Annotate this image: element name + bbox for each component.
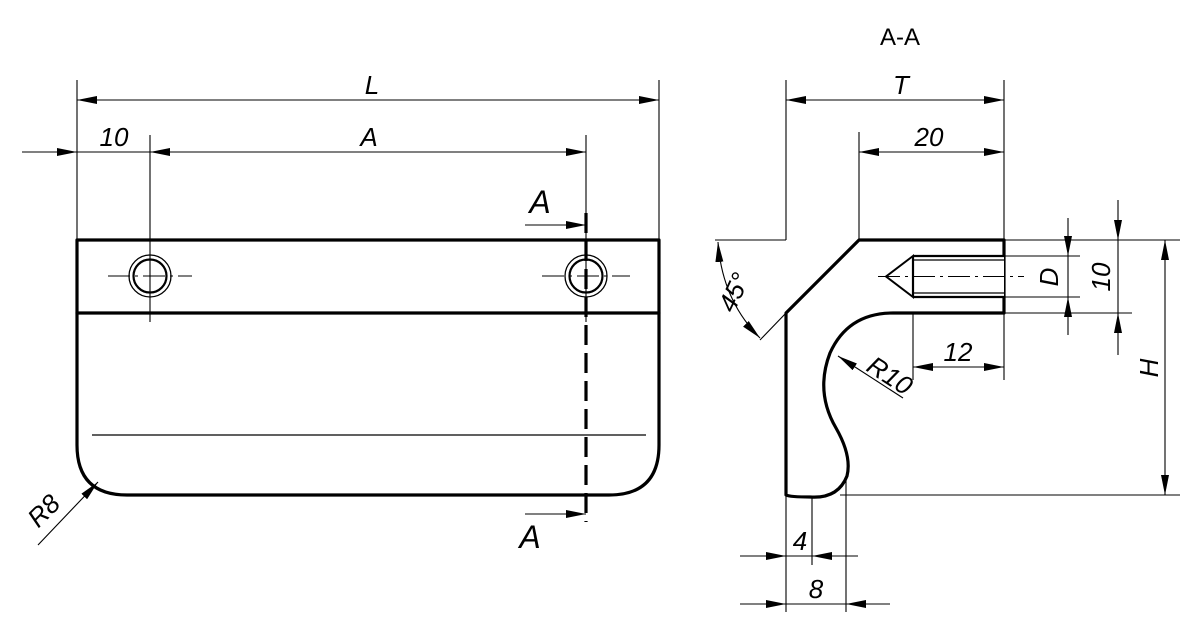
dim-T-label: T xyxy=(893,70,911,100)
angle-arc xyxy=(715,241,761,339)
dim-10-left-label: 10 xyxy=(100,122,129,152)
section-title: A-A xyxy=(880,24,920,51)
R10-leader xyxy=(837,355,904,399)
dim-A-label: A xyxy=(358,122,377,152)
dim-4-label: 4 xyxy=(793,526,807,556)
section-profile xyxy=(784,238,1006,499)
dim-10-right-label: 10 xyxy=(1086,262,1116,291)
section-label-bottom: A xyxy=(517,519,540,555)
dim-20-label: 20 xyxy=(914,122,944,152)
dim-D-label: D xyxy=(1034,268,1064,287)
section-label-top: A xyxy=(527,184,550,220)
R8-label: R8 xyxy=(21,488,66,533)
dim-12-label: 12 xyxy=(944,337,973,367)
handle-outline xyxy=(75,238,661,497)
angle-label: 45° xyxy=(712,268,756,316)
front-view: L A 10 A A R8 xyxy=(21,70,661,555)
dim-H-label: H xyxy=(1134,358,1164,377)
R8-leader xyxy=(37,481,99,546)
dim-8-label: 8 xyxy=(809,574,824,604)
section-view: A-A T 20 45° D xyxy=(712,24,1180,612)
chamfer-extension xyxy=(759,312,787,341)
dim-L-label: L xyxy=(365,70,379,100)
R10-label: R10 xyxy=(862,350,919,401)
